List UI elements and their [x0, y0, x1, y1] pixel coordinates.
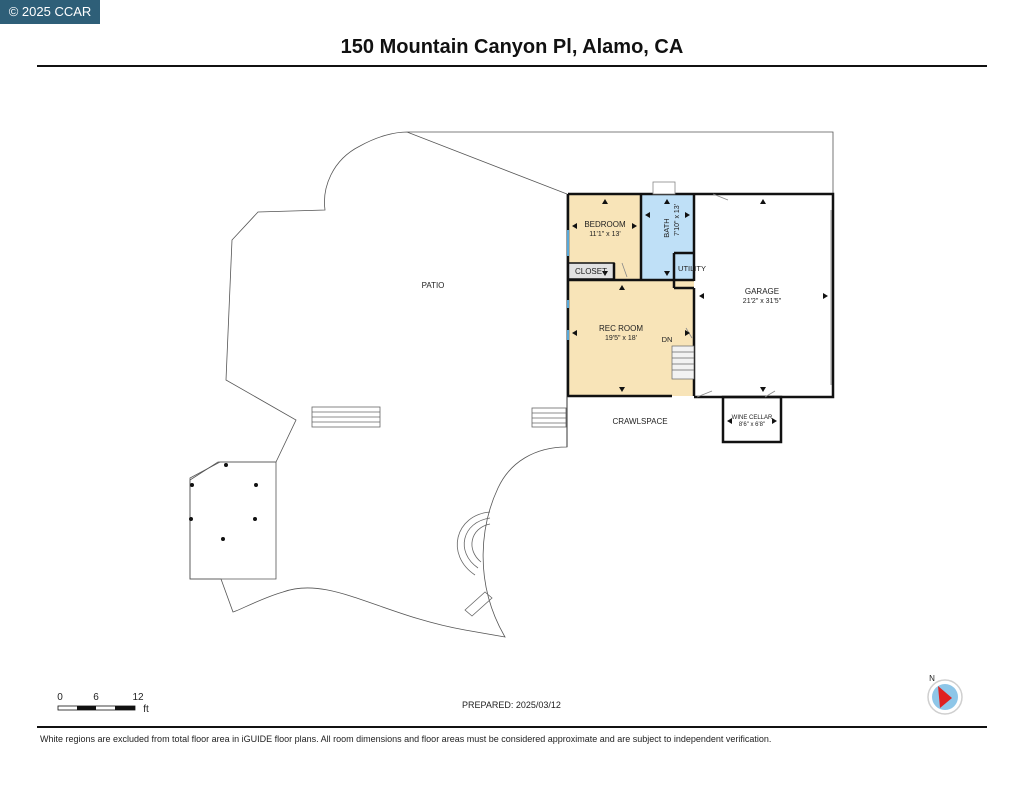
scale-bar: 0 6 12 ft	[57, 692, 149, 715]
wine-cellar-dims: 8'6" x 6'8"	[739, 422, 765, 428]
scale-unit: ft	[143, 704, 149, 715]
crawlspace-label: CRAWLSPACE	[612, 417, 667, 426]
stairs	[671, 345, 695, 380]
bath-room	[641, 194, 693, 279]
stairs-dn-label: DN	[662, 335, 673, 344]
walls	[566, 192, 835, 444]
patio-steps	[311, 406, 567, 428]
dimension-arrows	[572, 199, 828, 424]
rec-room-dims: 19'5" x 18'	[605, 335, 637, 342]
compass-icon: N	[927, 674, 963, 715]
copyright-badge: © 2025 CCAR	[0, 0, 100, 24]
gazebo-pad	[189, 461, 277, 580]
footer-divider	[37, 726, 987, 728]
patio-label: PATIO	[422, 281, 445, 290]
patio-outline	[189, 131, 834, 638]
bath-dims: 7'10" x 13'	[674, 204, 681, 236]
compass-north-label: N	[929, 674, 935, 683]
bedroom-dims: 11'1" x 13'	[589, 231, 621, 238]
bath-label: BATH	[662, 218, 671, 237]
garage-dims: 21'2" x 31'5"	[743, 298, 782, 305]
bath-vent	[652, 181, 676, 195]
doors	[621, 193, 776, 398]
scale-tick-6: 6	[93, 692, 99, 703]
scale-tick-0: 0	[57, 692, 63, 703]
prepared-date: PREPARED: 2025/03/12	[462, 700, 561, 710]
disclaimer-text: White regions are excluded from total fl…	[40, 734, 772, 744]
scale-tick-12: 12	[132, 692, 144, 703]
wine-cellar-label: WINE CELLAR	[732, 415, 773, 421]
garage-label: GARAGE	[745, 287, 779, 296]
closet-label: CLOSET	[575, 267, 607, 276]
bedroom-label: BEDROOM	[584, 220, 626, 229]
gazebo-posts	[189, 463, 258, 541]
fountain	[457, 511, 493, 617]
page-title: 150 Mountain Canyon Pl, Alamo, CA	[340, 36, 684, 58]
rec-room-label: REC ROOM	[599, 324, 643, 333]
utility-label: UTILITY	[678, 264, 706, 273]
header-divider	[37, 65, 987, 67]
